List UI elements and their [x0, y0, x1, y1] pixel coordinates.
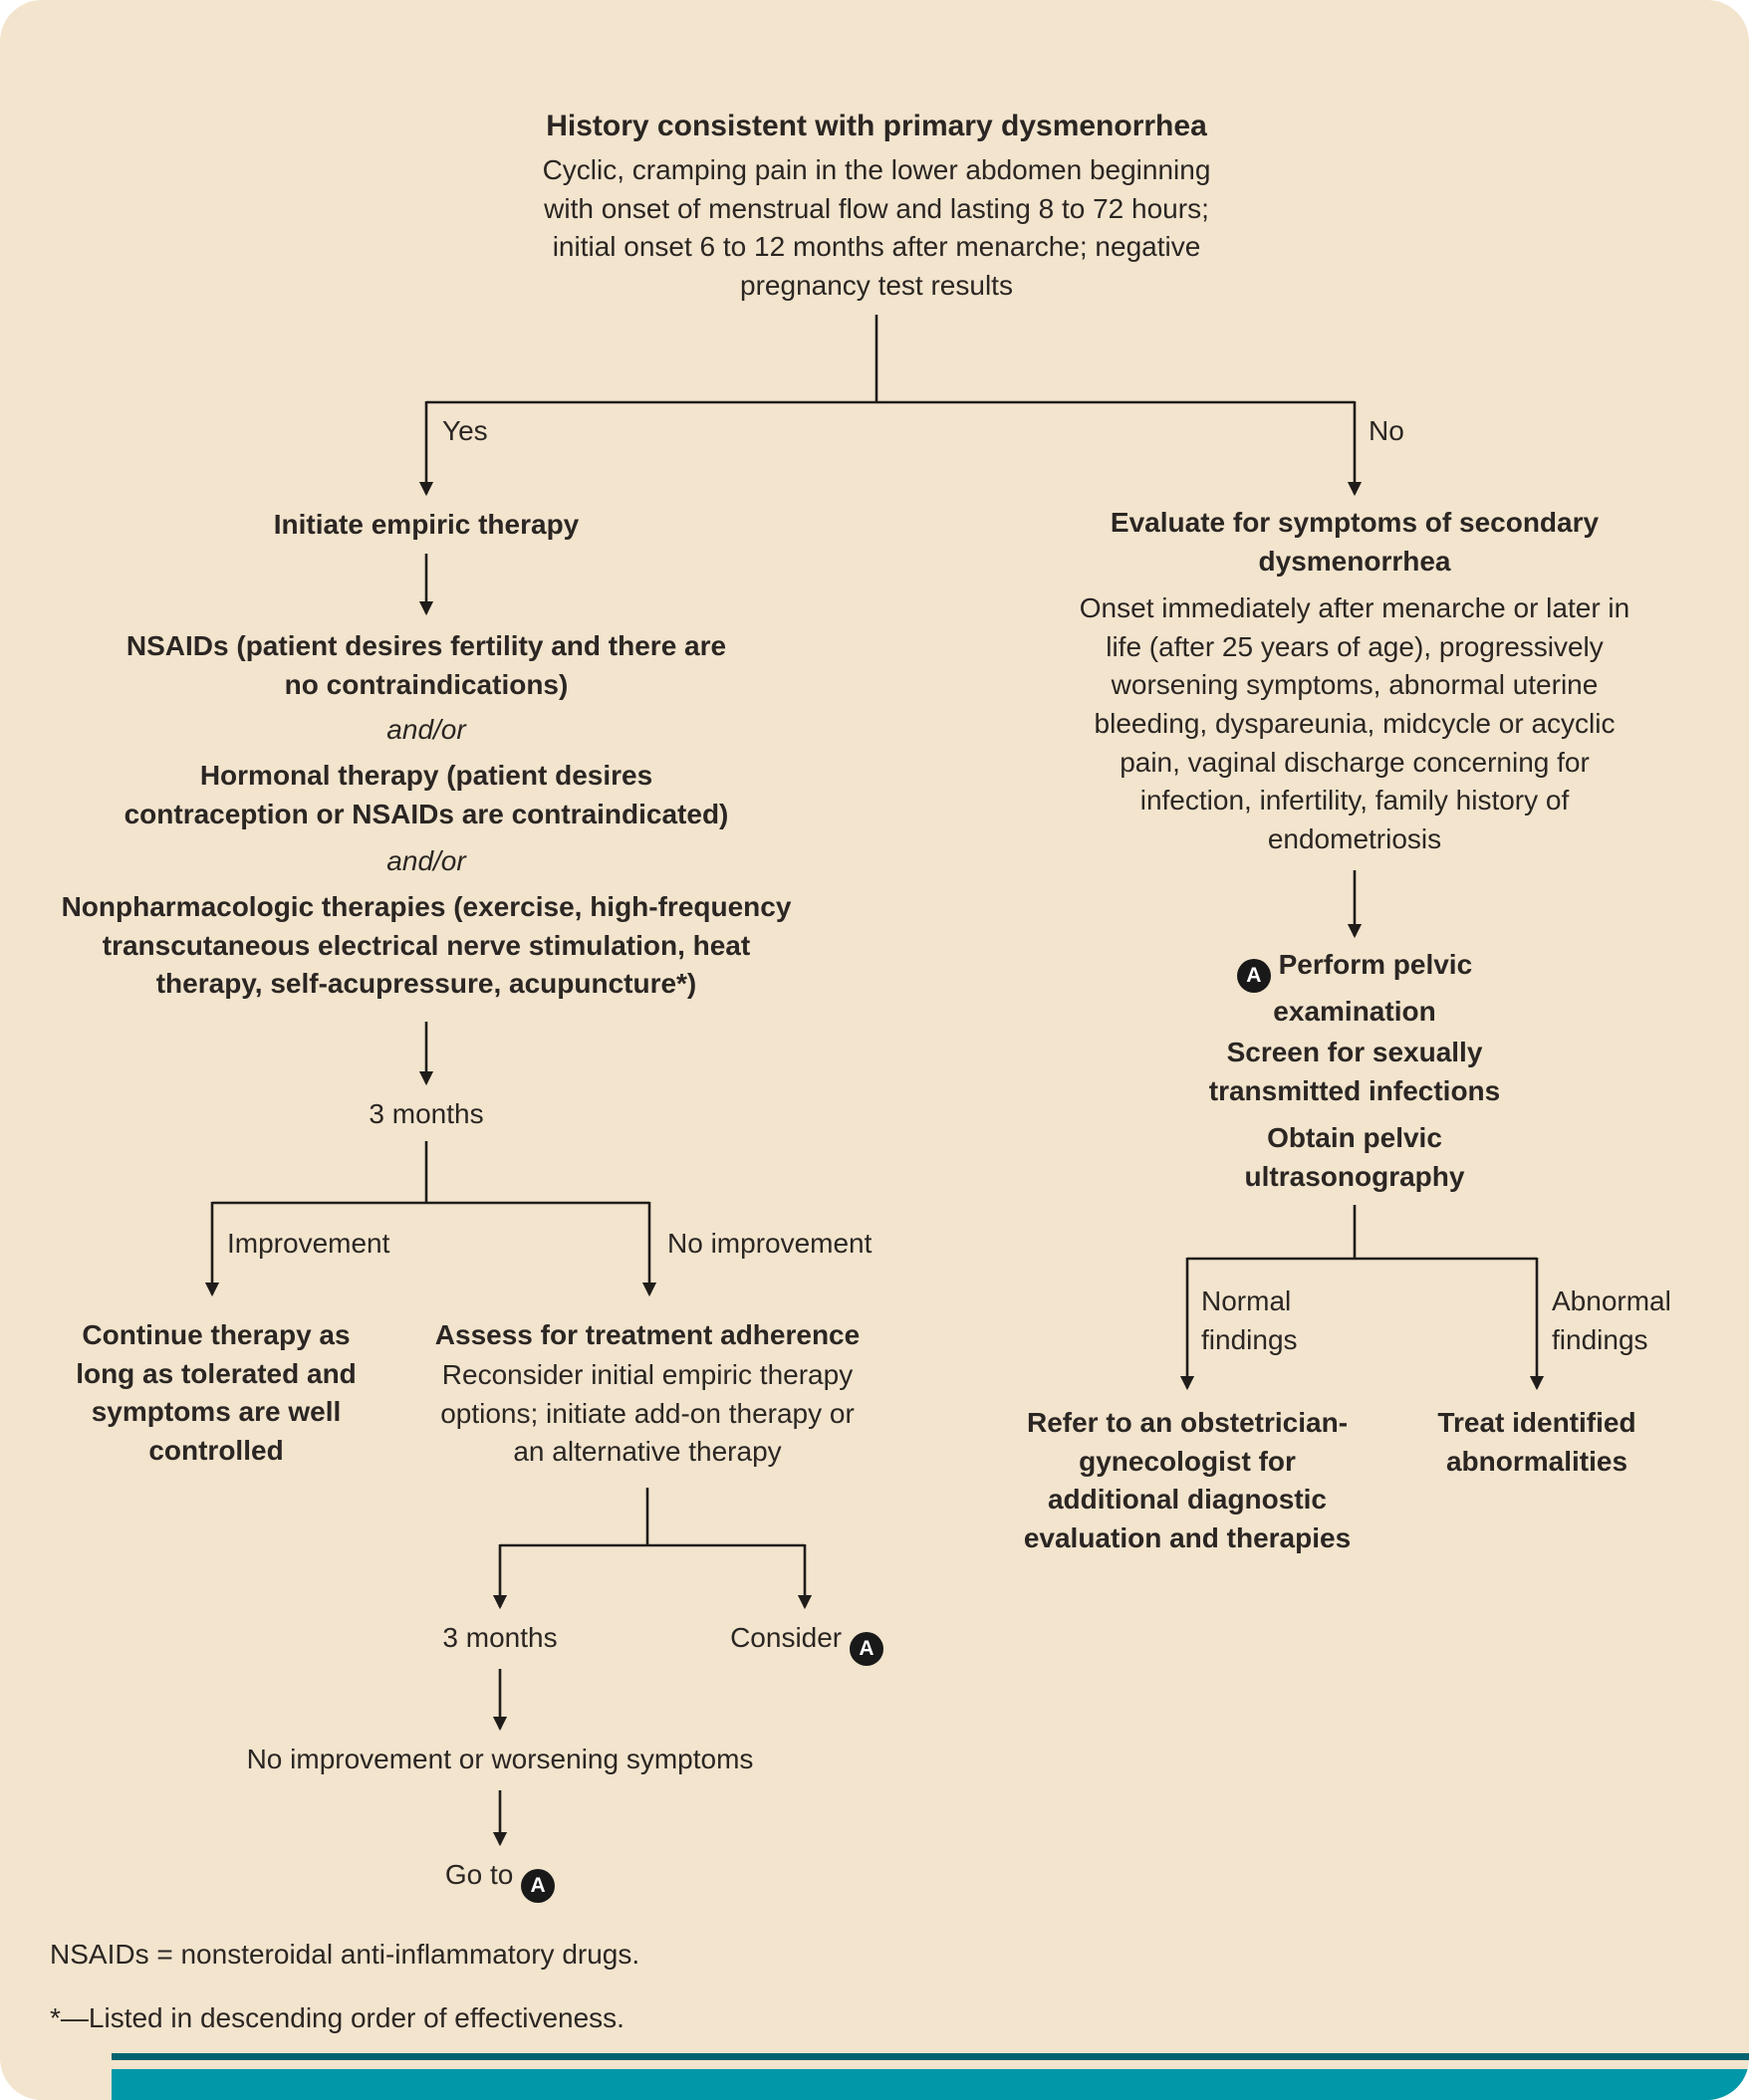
- node-assess-adherence-title: Assess for treatment adherence: [434, 1319, 861, 1350]
- node-and-or-1: and/or: [386, 714, 466, 745]
- go-to-label: Go to: [444, 1859, 514, 1890]
- a-badge-pelvic-exam: A: [1236, 958, 1271, 993]
- footer-bar: [112, 2069, 1749, 2100]
- footnote-nsaids-definition: NSAIDs = nonsteroidal anti-inflammatory …: [50, 1939, 640, 1970]
- footer-accent-line: [112, 2053, 1749, 2060]
- node-screen-sti: Screen for sexually transmitted infectio…: [1208, 1037, 1501, 1106]
- node-refer-obgyn: Refer to an obstetrician-gynecologist fo…: [1023, 1407, 1352, 1553]
- root-description: Cyclic, cramping pain in the lower abdom…: [542, 154, 1211, 301]
- branch-label-yes: Yes: [442, 415, 488, 446]
- node-nonpharmacologic-therapies: Nonpharmacologic therapies (exercise, hi…: [61, 891, 792, 1000]
- node-treat-abnormalities: Treat identified abnormalities: [1437, 1407, 1636, 1477]
- branch-label-abnormal-findings: Abnormal findings: [1552, 1285, 1671, 1355]
- node-continue-therapy: Continue therapy as long as tolerated an…: [76, 1319, 357, 1466]
- node-assess-adherence-body: Reconsider initial empiric therapy optio…: [440, 1359, 855, 1468]
- a-badge-consider: A: [849, 1631, 883, 1666]
- footnote-asterisk: *—Listed in descending order of effectiv…: [50, 2002, 625, 2033]
- node-go-to-a: Go to A: [390, 1856, 610, 1903]
- node-hormonal-therapy: Hormonal therapy (patient desires contra…: [124, 760, 729, 829]
- node-no-improvement-worsening: No improvement or worsening symptoms: [246, 1744, 754, 1774]
- pelvic-exam-label: Perform pelvic examination: [1273, 949, 1473, 1027]
- node-and-or-2: and/or: [386, 845, 466, 876]
- branch-label-no-improvement: No improvement: [667, 1228, 873, 1259]
- root-title: History consistent with primary dysmenor…: [546, 110, 1207, 142]
- node-evaluate-secondary-title: Evaluate for symptoms of secondary dysme…: [1110, 507, 1600, 577]
- branch-label-no: No: [1369, 415, 1404, 446]
- node-3-months-second: 3 months: [442, 1622, 558, 1653]
- node-nsaids: NSAIDs (patient desires fertility and th…: [125, 630, 727, 700]
- consider-label: Consider: [730, 1622, 843, 1653]
- node-3-months-first: 3 months: [369, 1098, 484, 1129]
- node-obtain-ultrasonography: Obtain pelvic ultrasonography: [1244, 1122, 1465, 1192]
- node-evaluate-secondary-body: Onset immediately after menarche or late…: [1079, 592, 1630, 854]
- branch-label-improvement: Improvement: [227, 1228, 390, 1259]
- node-pelvic-examination: A Perform pelvic examination: [1190, 946, 1519, 1031]
- branch-label-normal-findings: Normal findings: [1201, 1285, 1298, 1355]
- node-initiate-empiric-therapy: Initiate empiric therapy: [273, 509, 580, 540]
- a-badge-go-to: A: [521, 1868, 556, 1903]
- node-consider-a: Consider A: [677, 1619, 936, 1666]
